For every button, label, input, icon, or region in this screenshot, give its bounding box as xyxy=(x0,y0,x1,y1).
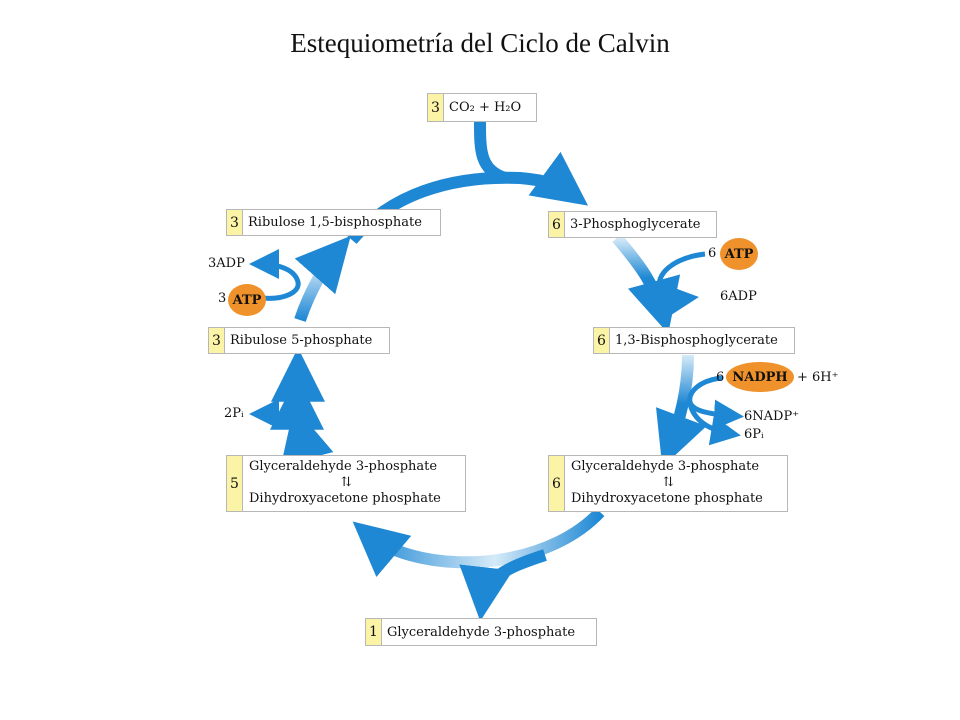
box-triose-phosphates-right: 6 Glyceraldehyde 3-phosphate ⇅ Dihydroxy… xyxy=(548,455,788,512)
left-arc-top xyxy=(270,347,325,402)
pi-out-arrow-left xyxy=(249,399,300,430)
output-arrow xyxy=(459,549,547,622)
input-arrow xyxy=(474,121,508,184)
box-ribulose-5-phosphate: 3 Ribulose 5-phosphate xyxy=(208,327,390,354)
pi-out-arrow-right xyxy=(687,403,741,446)
pi-out-label-right: 6Pᵢ xyxy=(744,427,764,442)
box-co2-h2o: 3 CO₂ + H₂O xyxy=(427,93,537,122)
nadph-in-oval: NADPH xyxy=(726,362,794,392)
box-label-line1: Glyceraldehyde 3-phosphate xyxy=(571,459,760,474)
box-label-line1: Glyceraldehyde 3-phosphate xyxy=(249,459,438,474)
diagram-title: Estequiometría del Ciclo de Calvin xyxy=(290,28,670,58)
box-number: 3 xyxy=(227,210,243,235)
nadp-out-label: 6NADP⁺ xyxy=(744,409,800,424)
atp-in-arrow-left xyxy=(249,249,301,301)
left-arc-mid xyxy=(270,375,325,430)
box-3-phosphoglycerate: 6 3-Phosphoglycerate xyxy=(548,211,717,238)
box-output-g3p: 1 Glyceraldehyde 3-phosphate xyxy=(365,618,597,646)
atp-in-oval-left: ATP xyxy=(228,284,266,316)
atp-in-count-left: 3 xyxy=(218,291,227,306)
bottom-arc xyxy=(352,507,605,578)
box-label-line2: Dihydroxyacetone phosphate xyxy=(249,491,441,506)
left-arc-lower xyxy=(280,406,334,466)
box-1-3-bisphosphoglycerate: 6 1,3-Bisphosphoglycerate xyxy=(593,327,795,354)
nadph-in-arrow xyxy=(687,375,744,430)
left-arc-upper xyxy=(294,235,351,322)
box-number: 5 xyxy=(227,456,243,511)
box-ribulose-1-5-bisphosphate: 3 Ribulose 1,5-bisphosphate xyxy=(226,209,441,236)
box-number: 6 xyxy=(594,328,610,353)
box-number: 6 xyxy=(549,212,565,237)
box-number: 6 xyxy=(549,456,565,511)
right-arc-lower xyxy=(655,354,707,468)
box-label: Ribulose 1,5-bisphosphate xyxy=(248,215,422,230)
box-label: 1,3-Bisphosphoglycerate xyxy=(615,333,778,348)
box-label: 3-Phosphoglycerate xyxy=(570,217,701,232)
h-in-label: + 6H⁺ xyxy=(797,370,839,385)
nadph-in-count: 6 xyxy=(716,370,725,385)
adp-out-label-right: 6ADP xyxy=(720,289,757,304)
box-number: 3 xyxy=(209,328,225,353)
atp-in-arrow-right xyxy=(656,251,706,316)
pi-out-label-left: 2Pᵢ xyxy=(224,406,244,421)
box-label: Ribulose 5-phosphate xyxy=(230,333,373,348)
equilibrium-arrows: ⇅ xyxy=(663,475,674,490)
atp-in-count-right: 6 xyxy=(708,246,717,261)
right-arc-upper xyxy=(612,234,681,334)
equilibrium-arrows: ⇅ xyxy=(341,475,352,490)
box-label-line2: Dihydroxyacetone phosphate xyxy=(571,491,763,506)
box-label-stack: Glyceraldehyde 3-phosphate ⇅ Dihydroxyac… xyxy=(243,456,465,511)
box-label-stack: Glyceraldehyde 3-phosphate ⇅ Dihydroxyac… xyxy=(565,456,787,511)
atp-in-oval-right: ATP xyxy=(720,238,758,270)
box-label: Glyceraldehyde 3-phosphate xyxy=(387,624,576,640)
box-triose-phosphates-left: 5 Glyceraldehyde 3-phosphate ⇅ Dihydroxy… xyxy=(226,455,466,512)
box-number: 1 xyxy=(366,619,382,645)
box-label: CO₂ + H₂O xyxy=(449,100,522,115)
adp-out-label-left: 3ADP xyxy=(208,256,245,271)
box-number: 3 xyxy=(428,94,444,121)
